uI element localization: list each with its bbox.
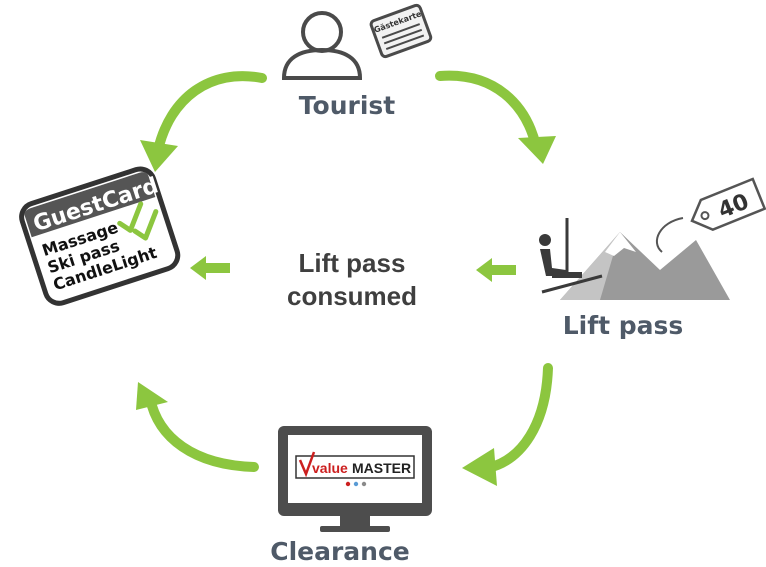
arrow-tourist-to-liftpass: [435, 70, 541, 151]
center-label-group: Lift pass consumed: [287, 248, 417, 311]
guest-card-icon: GuestCard Massage Ski pass CandleLight: [19, 166, 181, 306]
guest-badge-icon: Gästekarte: [369, 3, 433, 59]
center-label-line2: consumed: [287, 281, 417, 311]
valuemaster-part1: value: [312, 460, 348, 476]
arrow-clearance-to-guestcard: [145, 393, 259, 472]
clearance-node: value MASTER Clearance: [270, 426, 432, 566]
arrow-head-tourist-to-liftpass: [518, 136, 556, 164]
cycle-arrows: [136, 70, 556, 486]
price-tag-icon: 40: [690, 177, 766, 232]
arrow-head-liftpass-to-clearance: [462, 448, 497, 486]
checkmark-icon: [117, 201, 159, 241]
arrow-liftpass-to-clearance: [483, 363, 553, 473]
valuemaster-part2: MASTER: [352, 460, 411, 476]
center-label-line1: Lift pass: [299, 248, 406, 278]
chevron-left-icon: [190, 256, 230, 280]
price-tag-string: [655, 217, 684, 253]
chairlift-icon: [539, 218, 603, 294]
chevron-left-icon: [476, 258, 516, 282]
tourist-label: Tourist: [299, 91, 395, 120]
valuemaster-logo: value MASTER: [295, 451, 415, 487]
lift-pass-node: 40 Lift pass: [539, 177, 766, 340]
arrow-head-clearance-to-guestcard: [136, 382, 168, 410]
flow-chevrons: [190, 256, 516, 282]
tourist-node: Gästekarte Tourist: [281, 3, 433, 120]
lift-pass-label: Lift pass: [563, 311, 684, 340]
clearance-label: Clearance: [270, 537, 410, 566]
mountain-icon: [560, 232, 730, 300]
person-icon: [281, 11, 363, 80]
arrow-head-tourist-to-guestcard: [140, 140, 178, 172]
monitor-icon: [278, 426, 432, 532]
arrow-tourist-to-guestcard: [153, 71, 267, 155]
